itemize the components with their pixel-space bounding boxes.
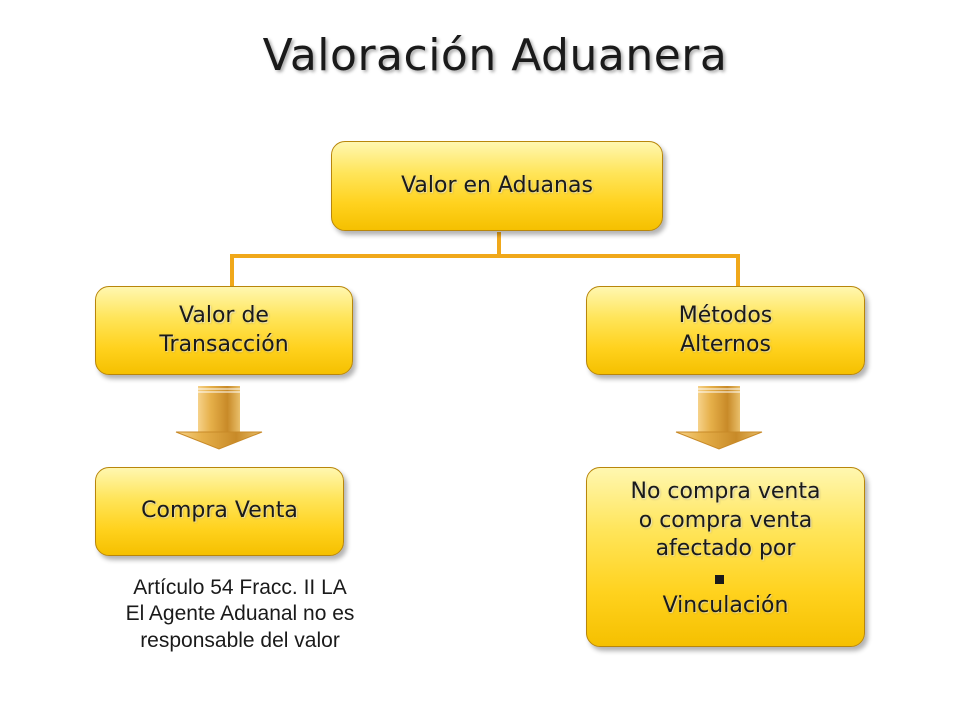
note-line: responsable del valor: [140, 628, 340, 652]
node-label-line: Métodos: [678, 302, 773, 328]
node-label-stack: Métodos Alternos: [679, 302, 773, 359]
node-label-line: No compra venta: [630, 479, 821, 504]
node-label-line: afectado por: [655, 536, 796, 562]
bullet-item-label: Vinculación: [662, 593, 789, 619]
node-label: Compra Venta: [141, 498, 298, 524]
node-label-line: Alternos: [680, 331, 771, 357]
node-label-line: Transacción: [159, 331, 289, 357]
node-metodos-alternos: Métodos Alternos: [586, 286, 865, 375]
node-label-stack: No compra venta o compra venta afectado …: [631, 478, 821, 621]
node-no-compra-venta: No compra venta o compra venta afectado …: [586, 467, 865, 647]
square-bullet-icon: [715, 574, 724, 584]
note-line: El Agente Aduanal no es: [125, 602, 355, 626]
node-label-line: o compra venta: [638, 507, 813, 533]
node-valor-de-transaccion: Valor de Transacción: [95, 286, 353, 375]
node-label-line: Valor de: [179, 302, 269, 328]
note-line: Artículo 54 Fracc. II LA: [133, 576, 347, 599]
node-label: Valor en Aduanas: [401, 172, 593, 198]
node-label-stack: Valor de Transacción: [159, 302, 288, 359]
bullet-list-item: Vinculación: [631, 564, 821, 621]
down-arrow-icon: [175, 386, 263, 450]
page-title: Valoración Aduanera: [262, 30, 728, 81]
node-compra-venta: Compra Venta: [95, 467, 344, 556]
down-arrow-icon: [675, 386, 763, 450]
legal-note: Artículo 54 Fracc. II LA El Agente Aduan…: [60, 575, 420, 654]
node-valor-en-aduanas: Valor en Aduanas: [331, 141, 663, 231]
